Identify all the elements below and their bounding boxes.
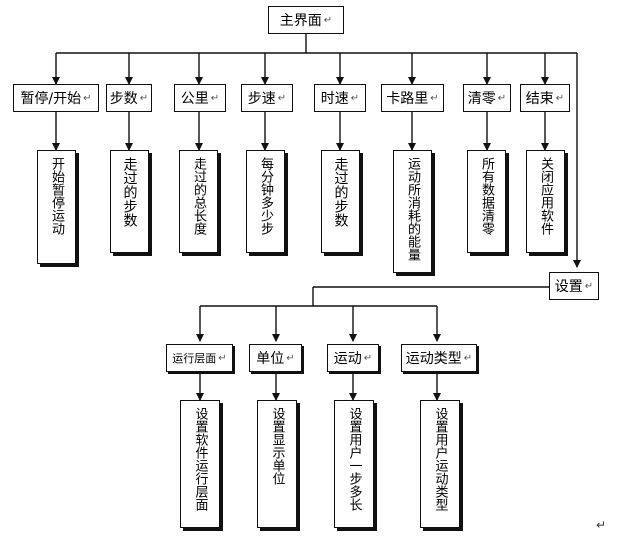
node-sport-label: 运动 (333, 351, 362, 367)
desc-unit: 设置显示单位 (257, 400, 297, 528)
node-pace-label: 步速 (247, 91, 276, 107)
desc-pause-text: 开始暂停运动 (49, 157, 64, 235)
desc-end-text: 关闭应用软件 (538, 157, 553, 235)
desc-unit-text: 设置显示单位 (269, 407, 285, 485)
node-settings-label: 设置 (554, 279, 583, 295)
node-pause: 暂停/开始↵ (13, 84, 99, 112)
node-unit-label: 单位 (256, 351, 285, 367)
desc-run-layer-text: 设置软件运行层面 (192, 407, 208, 511)
node-end-label: 结束 (525, 91, 554, 107)
node-speed: 时速↵ (314, 84, 366, 112)
desc-steps-text: 走过的步数 (121, 157, 138, 227)
node-km-label: 公里 (180, 91, 209, 107)
desc-pause: 开始暂停运动 (37, 150, 76, 264)
desc-sport-text: 设置用户一步多长 (346, 407, 362, 511)
paragraph-mark: ↵ (596, 518, 607, 532)
desc-speed-text: 走过的步数 (332, 157, 349, 227)
node-settings: 设置↵ (549, 272, 599, 300)
desc-sport-type: 设置用户运动类型 (420, 400, 460, 528)
node-sport-type: 运动类型↵ (401, 344, 477, 372)
node-sport-type-label: 运动类型 (405, 351, 462, 367)
desc-km: 走过的总长度 (179, 150, 218, 253)
desc-reset-text: 所有数据清零 (479, 157, 494, 235)
root-node: 主界面↵ (268, 6, 344, 34)
desc-pace: 每分钟多少步 (246, 150, 285, 253)
node-run-layer: 运行层面↵ (166, 344, 233, 372)
node-reset-label: 清零 (467, 91, 496, 107)
desc-end: 关闭应用软件 (526, 150, 565, 253)
node-km: 公里↵ (174, 84, 226, 112)
node-pause-label: 暂停/开始 (20, 91, 82, 107)
node-steps: 步数↵ (106, 84, 152, 112)
desc-speed: 走过的步数 (321, 150, 360, 253)
desc-pace-text: 每分钟多少步 (258, 157, 273, 235)
node-steps-label: 步数 (109, 91, 138, 107)
node-calorie: 卡路里↵ (381, 84, 444, 112)
desc-run-layer: 设置软件运行层面 (180, 400, 220, 528)
root-label: 主界面 (279, 13, 322, 29)
node-run-layer-label: 运行层面 (172, 352, 217, 365)
node-calorie-label: 卡路里 (386, 91, 429, 107)
node-unit: 单位↵ (249, 344, 302, 372)
desc-km-text: 走过的总长度 (191, 157, 206, 235)
node-reset: 清零↵ (463, 84, 511, 112)
desc-calorie: 运动所消耗的能量 (393, 150, 432, 273)
desc-sport-type-text: 设置用户运动类型 (432, 407, 448, 511)
node-sport: 运动↵ (327, 344, 379, 372)
desc-sport: 设置用户一步多长 (334, 400, 374, 528)
desc-calorie-text: 运动所消耗的能量 (405, 157, 420, 261)
desc-steps: 走过的步数 (110, 150, 149, 253)
desc-reset: 所有数据清零 (467, 150, 506, 253)
node-end: 结束↵ (520, 84, 570, 112)
node-speed-label: 时速 (320, 91, 349, 107)
node-pace: 步速↵ (241, 84, 293, 112)
